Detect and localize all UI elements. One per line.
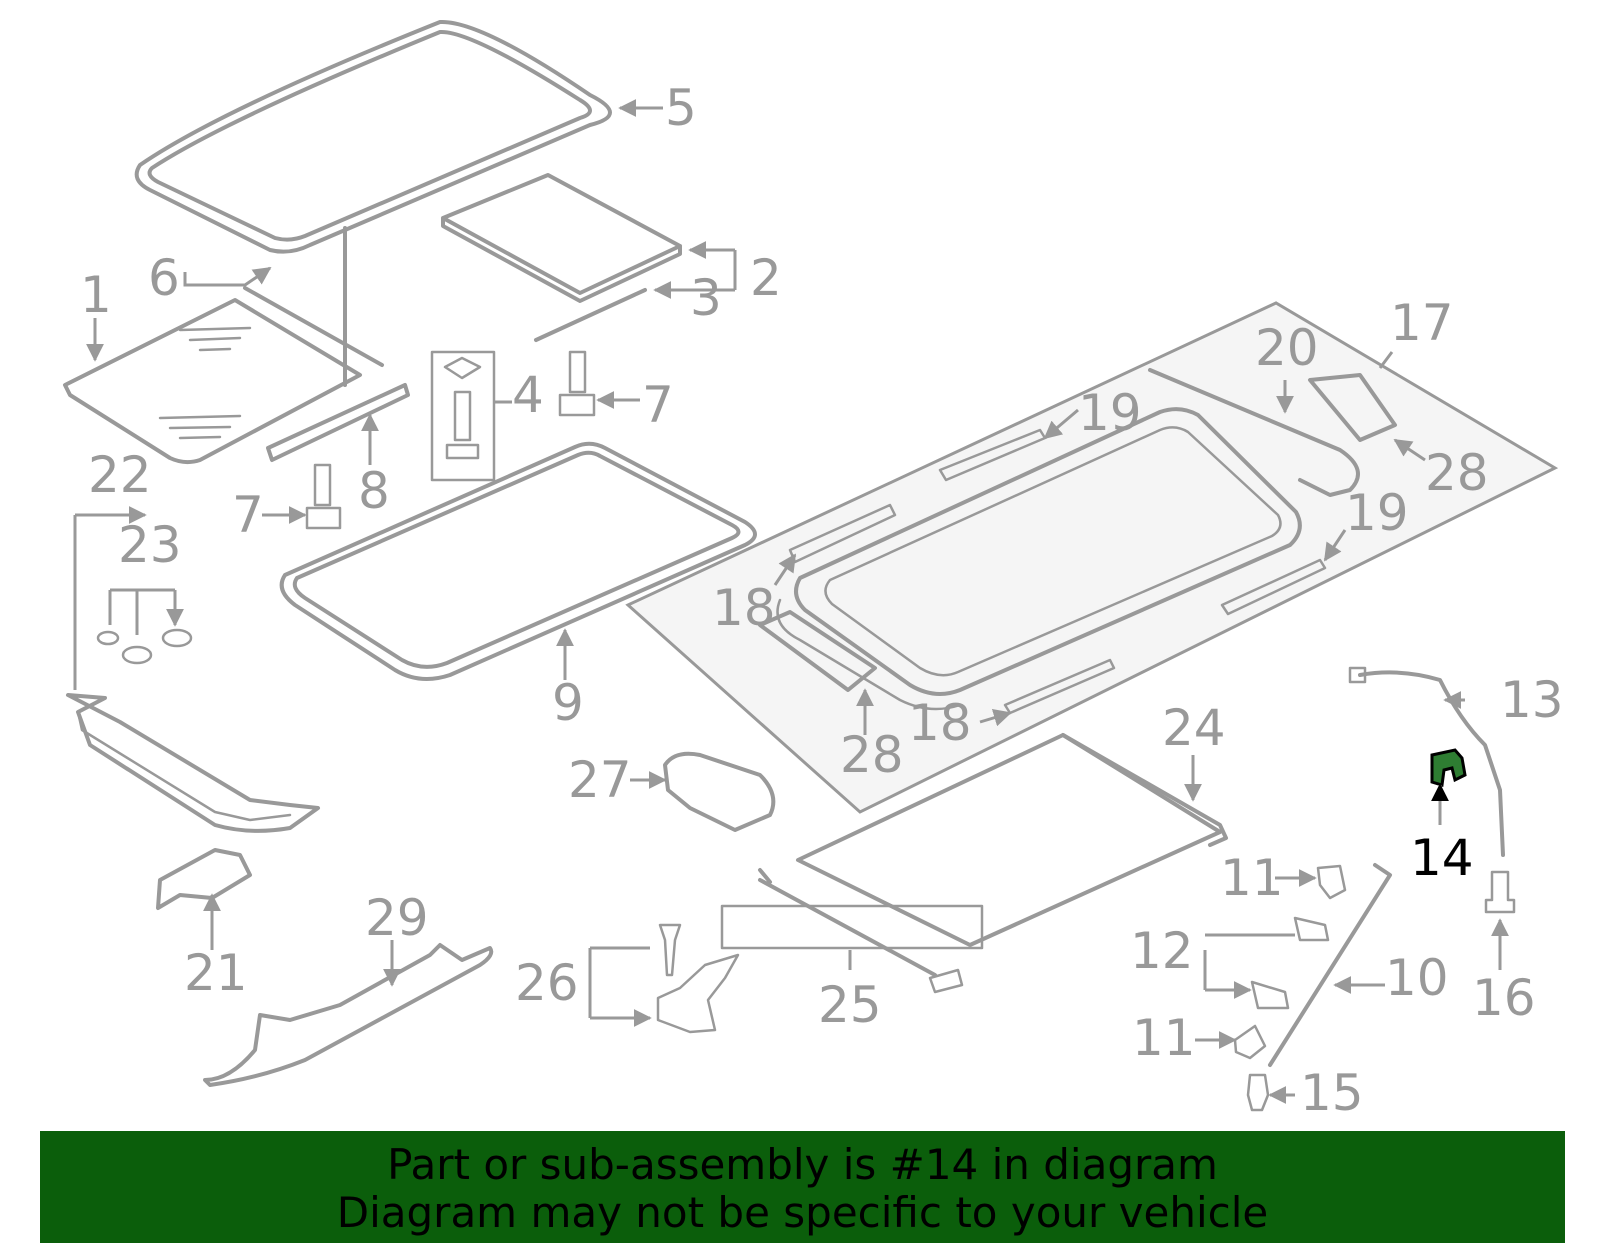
callout-10: 10 [1385, 949, 1449, 1007]
callout-15: 15 [1300, 1064, 1364, 1122]
callout-5: 5 [665, 79, 697, 137]
part-4-fastener-kit [430, 350, 496, 482]
callout-2: 2 [750, 249, 782, 307]
callout-28a: 28 [1425, 444, 1489, 502]
callout-24: 24 [1162, 699, 1226, 757]
callout-28b: 28 [840, 726, 904, 784]
part-9-glass-seal [279, 441, 757, 681]
part-16-drain-valve [1484, 870, 1516, 914]
callout-8: 8 [358, 462, 390, 520]
part-7-bolt [305, 350, 596, 530]
part-27-motor [663, 751, 776, 832]
callout-16: 16 [1472, 969, 1536, 1027]
callout-1: 1 [80, 266, 112, 324]
part-10-drain-hose [1268, 863, 1392, 1067]
callout-7a: 7 [642, 376, 674, 434]
part-22-trim-panel [66, 693, 320, 833]
part-26-screw-bracket [656, 923, 740, 1034]
part-1-wind-deflector [63, 226, 362, 465]
callout-27: 27 [568, 751, 632, 809]
callout-19b: 19 [1345, 484, 1409, 542]
callout-20: 20 [1255, 319, 1319, 377]
part-5-seal [134, 19, 612, 254]
callout-6: 6 [148, 249, 180, 307]
callout-11a: 11 [1220, 849, 1284, 907]
callout-9: 9 [552, 674, 584, 732]
callout-18a: 18 [712, 579, 776, 637]
part-15-drain-valve [1246, 1073, 1270, 1112]
callout-29: 29 [365, 889, 429, 947]
callout-12: 12 [1130, 922, 1194, 980]
callout-17: 17 [1390, 294, 1454, 352]
callout-11b: 11 [1132, 1009, 1196, 1067]
callout-labels: 5 2 3 6 1 4 7 7 8 22 23 9 21 29 27 26 25… [80, 79, 1564, 1122]
part-14-highlighted-clip [1430, 748, 1467, 787]
callout-3: 3 [690, 269, 722, 327]
part-8-strip [266, 383, 410, 462]
callout-22: 22 [88, 446, 152, 504]
callout-14: 14 [1410, 829, 1474, 887]
callout-26: 26 [515, 954, 579, 1012]
part-23-plugs [96, 628, 193, 665]
part-6-rod [243, 286, 384, 367]
callout-18b: 18 [908, 694, 972, 752]
callout-19a: 19 [1078, 384, 1142, 442]
part-24-sunshade [796, 733, 1228, 947]
leader-lines [73, 99, 1509, 1104]
part-29-handle-trim [203, 943, 494, 1087]
part-21-bracket [156, 848, 252, 910]
info-banner: Part or sub-assembly is #14 in diagram D… [40, 1131, 1565, 1243]
callout-7b: 7 [232, 486, 264, 544]
banner-line-2: Diagram may not be specific to your vehi… [336, 1188, 1269, 1237]
part-2-glass-panel [441, 173, 682, 303]
callout-23: 23 [118, 516, 182, 574]
callout-13: 13 [1500, 671, 1564, 729]
part-13-drain-hose [1358, 670, 1505, 857]
callout-25: 25 [818, 976, 882, 1034]
part-25-guide [720, 868, 984, 994]
part-3-strip [534, 288, 647, 342]
part-11-clip [1233, 864, 1347, 1060]
callout-21: 21 [184, 944, 248, 1002]
part-17-frame-assembly [625, 301, 1559, 814]
banner-line-1: Part or sub-assembly is #14 in diagram [387, 1140, 1218, 1189]
callout-4: 4 [512, 366, 544, 424]
